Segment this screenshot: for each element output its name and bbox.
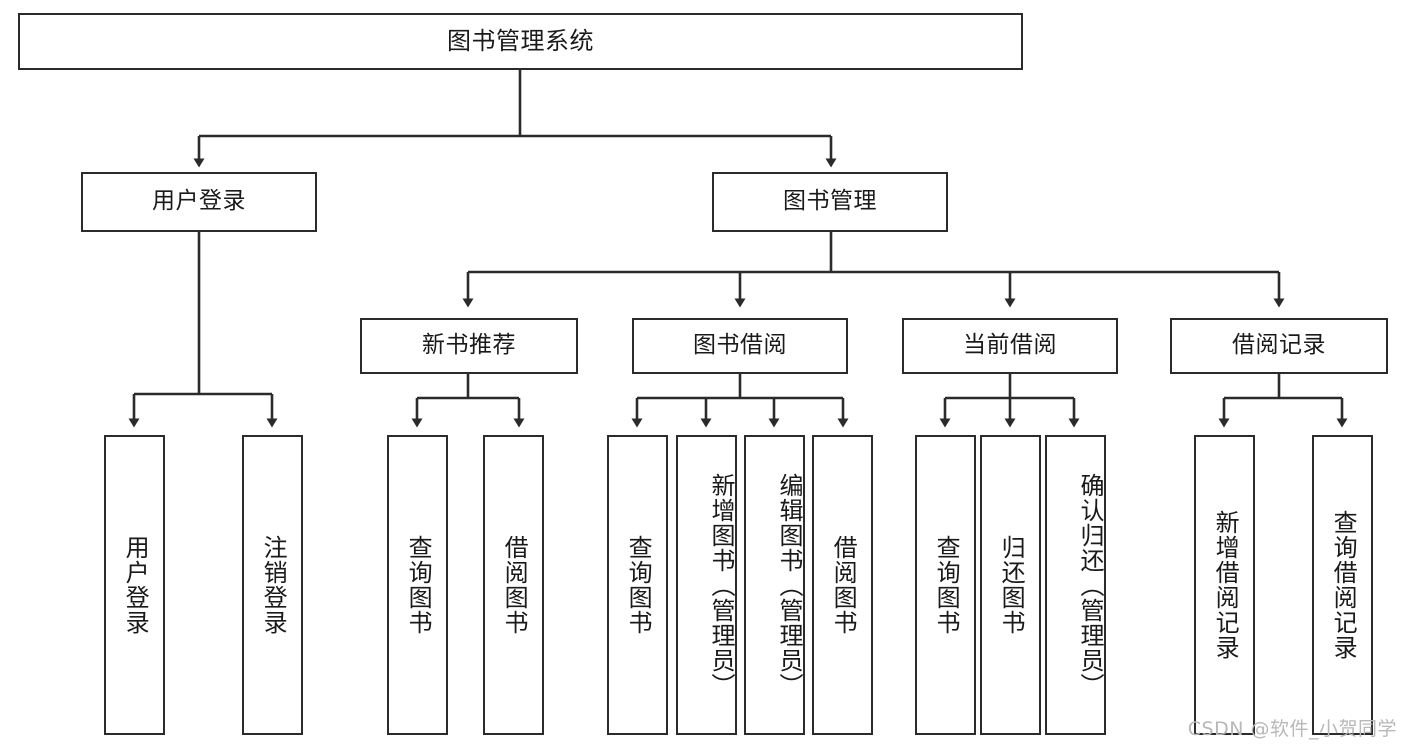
node-label: 确认归还（管理员） [1076, 472, 1104, 698]
leaf-records-query-record[interactable]: 查询借阅记录 [1312, 435, 1373, 735]
leaf-borrow-borrow-book[interactable]: 借阅图书 [812, 435, 873, 735]
node-book-borrow[interactable]: 图书借阅 [632, 318, 848, 374]
node-label: 图书管理 [783, 188, 877, 215]
node-label: 新增图书（管理员） [707, 472, 735, 698]
node-new-book-recommend[interactable]: 新书推荐 [360, 318, 578, 374]
node-label: 注销登录 [259, 535, 288, 635]
node-label: 用户登录 [121, 535, 150, 635]
leaf-new-book-query[interactable]: 查询图书 [387, 435, 448, 735]
node-current-borrow[interactable]: 当前借阅 [902, 318, 1118, 374]
leaf-current-confirm-return-admin[interactable]: 确认归还（管理员） [1045, 435, 1106, 735]
node-borrow-records[interactable]: 借阅记录 [1170, 318, 1388, 374]
node-root-system[interactable]: 图书管理系统 [18, 13, 1023, 70]
node-label: 图书管理系统 [447, 27, 594, 56]
node-book-management[interactable]: 图书管理 [712, 172, 948, 232]
node-label: 编辑图书（管理员） [775, 472, 803, 698]
leaf-user-login-logout[interactable]: 注销登录 [242, 435, 303, 735]
watermark-text: CSDN @软件_小贺同学 [1187, 718, 1397, 740]
leaf-user-login-login[interactable]: 用户登录 [104, 435, 165, 735]
leaf-current-return-book[interactable]: 归还图书 [980, 435, 1041, 735]
node-label: 新增借阅记录 [1211, 510, 1240, 660]
leaf-borrow-add-book-admin[interactable]: 新增图书（管理员） [676, 435, 737, 735]
node-label: 查询图书 [624, 535, 653, 635]
node-label: 新书推荐 [422, 332, 516, 359]
leaf-records-add-record[interactable]: 新增借阅记录 [1194, 435, 1255, 735]
node-label: 查询图书 [932, 535, 961, 635]
node-label: 借阅记录 [1232, 332, 1326, 359]
leaf-borrow-edit-book-admin[interactable]: 编辑图书（管理员） [744, 435, 805, 735]
leaf-current-query-book[interactable]: 查询图书 [915, 435, 976, 735]
node-label: 当前借阅 [963, 332, 1057, 359]
node-label: 图书借阅 [693, 332, 787, 359]
leaf-borrow-query-book[interactable]: 查询图书 [607, 435, 668, 735]
node-label: 归还图书 [997, 535, 1026, 635]
node-label: 借阅图书 [500, 535, 529, 635]
node-label: 用户登录 [152, 188, 246, 215]
node-label: 查询图书 [404, 535, 433, 635]
node-user-login[interactable]: 用户登录 [81, 172, 317, 232]
node-label: 借阅图书 [829, 535, 858, 635]
leaf-new-book-borrow[interactable]: 借阅图书 [483, 435, 544, 735]
node-label: 查询借阅记录 [1329, 510, 1358, 660]
